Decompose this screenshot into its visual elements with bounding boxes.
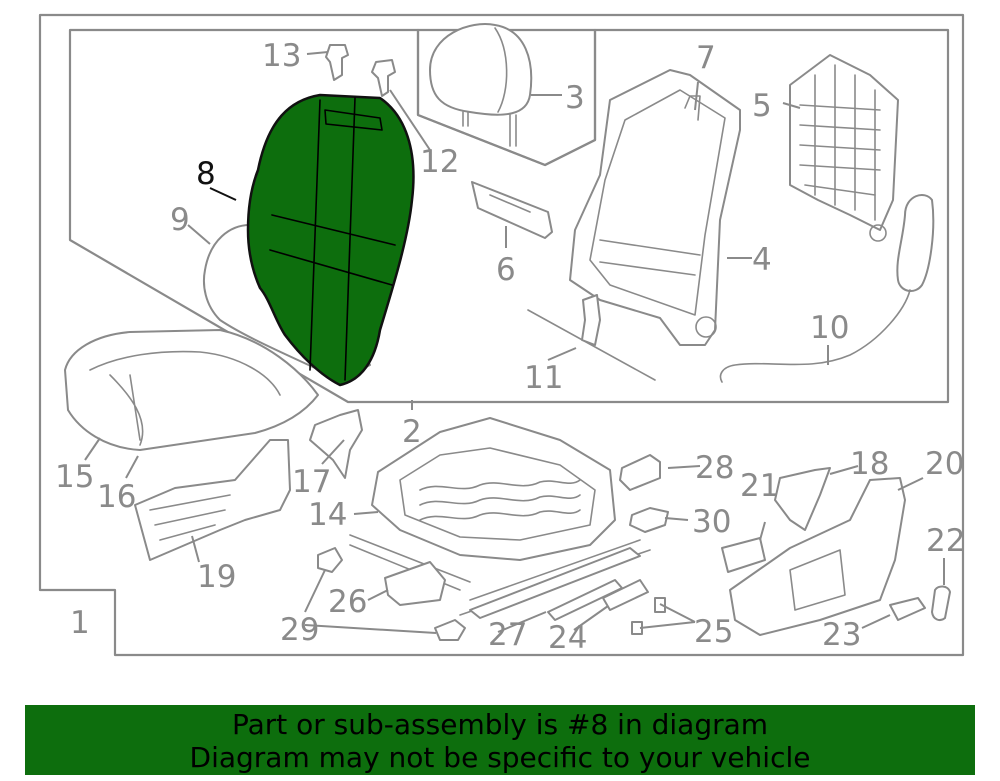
callout-19: 19 <box>197 559 236 595</box>
part-6-trim <box>471 181 553 239</box>
frame-assembly-1 <box>38 13 965 657</box>
part-15-16-cushion <box>64 329 319 451</box>
part-14-seat-frame <box>349 417 651 616</box>
part-20 <box>729 477 906 636</box>
banner-line-1: Part or sub-assembly is #8 in diagram <box>231 708 769 741</box>
part-13-clip <box>325 44 349 81</box>
callout-27: 27 <box>488 617 527 653</box>
callout-29: 29 <box>280 612 319 648</box>
callout-14: 14 <box>308 497 347 533</box>
part-22 <box>931 585 951 621</box>
callout-12: 12 <box>420 144 459 180</box>
part-3-headrest <box>429 23 533 147</box>
callout-3: 3 <box>565 80 585 116</box>
part-21 <box>721 537 766 573</box>
leader-lines <box>84 51 945 634</box>
callout-4: 4 <box>752 242 772 278</box>
part-27-24-rails <box>469 547 649 621</box>
part-12-clip <box>371 59 396 97</box>
callout-8: 8 <box>196 156 216 192</box>
part-19-cover <box>134 439 291 561</box>
callout-11: 11 <box>524 360 563 396</box>
callout-13: 13 <box>262 38 301 74</box>
callout-26: 26 <box>328 584 367 620</box>
callout-5: 5 <box>752 88 772 124</box>
callout-30: 30 <box>692 504 731 540</box>
banner-line-2: Diagram may not be specific to your vehi… <box>189 741 811 774</box>
callout-21: 21 <box>740 468 779 504</box>
callout-17: 17 <box>292 464 331 500</box>
callout-7: 7 <box>696 40 716 76</box>
part-30 <box>629 507 669 533</box>
part-10-cable <box>719 194 935 383</box>
part-26 <box>384 561 446 606</box>
callout-23: 23 <box>822 617 861 653</box>
callout-25: 25 <box>694 614 733 650</box>
part-17-bracket <box>309 409 363 479</box>
part-29 <box>317 547 466 641</box>
part-25 <box>631 597 666 635</box>
part-23 <box>889 597 926 621</box>
part-8-highlighted <box>246 93 415 387</box>
callout-24: 24 <box>548 620 587 656</box>
part-11-recliner <box>527 294 656 381</box>
callout-18: 18 <box>850 446 889 482</box>
parts-diagram: 1 2 3 4 5 6 7 8 9 10 11 12 13 14 15 16 1… <box>38 13 965 657</box>
callout-22: 22 <box>926 523 965 559</box>
callout-9: 9 <box>170 202 190 238</box>
callout-28: 28 <box>695 450 734 486</box>
callout-2: 2 <box>402 414 422 450</box>
part-4-frame <box>569 69 741 346</box>
part-28 <box>619 454 661 491</box>
frame-headrest <box>416 28 597 167</box>
callout-10: 10 <box>810 310 849 346</box>
callout-15: 15 <box>55 459 94 495</box>
callout-6: 6 <box>496 252 516 288</box>
notice-banner: Part or sub-assembly is #8 in diagram Di… <box>25 705 975 775</box>
callout-20: 20 <box>925 446 964 482</box>
part-18 <box>774 467 831 531</box>
part-8-seatback-cover <box>246 93 415 387</box>
callout-1: 1 <box>70 605 90 641</box>
part-5-spring <box>789 54 899 242</box>
callout-16: 16 <box>97 479 136 515</box>
